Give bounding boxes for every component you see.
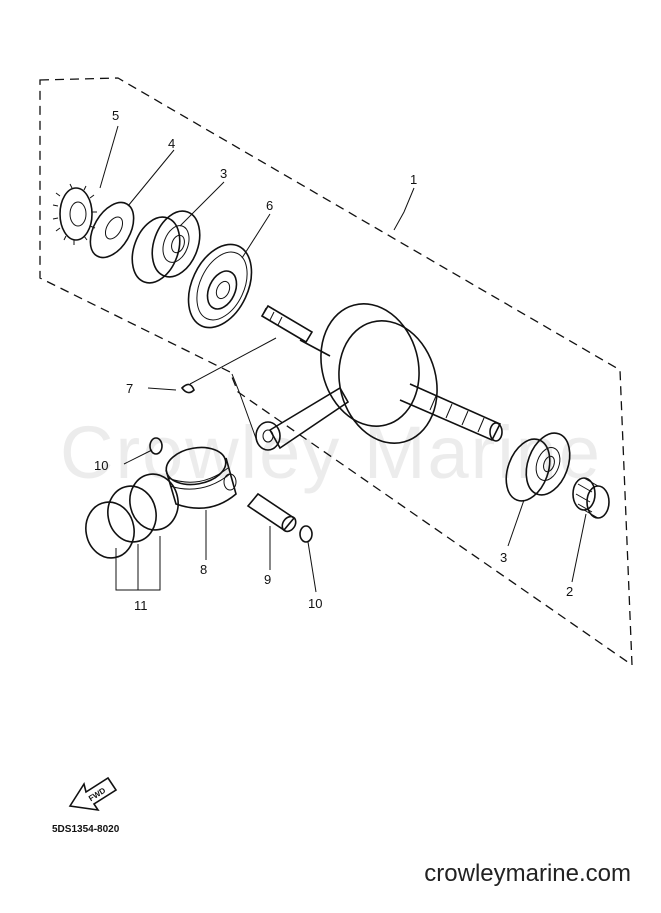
callout-4: 4 xyxy=(168,136,175,151)
part-oil-seal xyxy=(187,243,253,329)
part-piston-pin xyxy=(246,492,297,533)
callout-5: 5 xyxy=(112,108,119,123)
part-clip-lower xyxy=(299,525,313,543)
part-woodruff-key xyxy=(180,383,195,394)
callout-3-lower: 3 xyxy=(500,550,507,565)
diagram-code: 5DS1354-8020 xyxy=(52,824,120,835)
fwd-arrow-icon: FWD xyxy=(68,776,118,812)
callout-2: 2 xyxy=(566,584,573,599)
callout-10-lower: 10 xyxy=(308,596,322,611)
callout-7: 7 xyxy=(126,381,133,396)
assembly-boundary xyxy=(39,77,633,667)
part-washer xyxy=(89,201,135,259)
callout-1: 1 xyxy=(410,172,417,187)
part-crankshaft xyxy=(255,303,503,451)
part-needle-bearing xyxy=(572,477,610,519)
part-clip-upper xyxy=(149,437,163,455)
part-piston-rings xyxy=(85,473,179,559)
part-gear xyxy=(52,183,97,245)
part-bearing-lower xyxy=(505,432,571,502)
callout-8: 8 xyxy=(200,562,207,577)
fwd-label: FWD xyxy=(87,786,107,803)
watermark-text: Crowley Marine xyxy=(60,411,603,494)
part-bearing-upper xyxy=(131,210,201,284)
leader-lines xyxy=(99,125,587,593)
part-piston xyxy=(165,446,237,510)
callout-9: 9 xyxy=(264,572,271,587)
callout-6: 6 xyxy=(266,198,273,213)
site-label[interactable]: crowleymarine.com xyxy=(424,860,631,887)
callout-11: 11 xyxy=(134,598,148,613)
callout-10-upper: 10 xyxy=(94,458,108,473)
callout-3-upper: 3 xyxy=(220,166,227,181)
